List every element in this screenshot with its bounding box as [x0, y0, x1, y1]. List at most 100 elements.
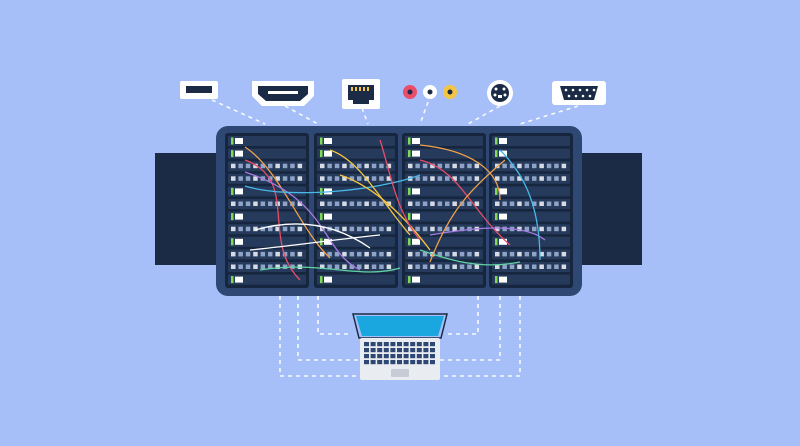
port	[297, 201, 303, 206]
port	[509, 264, 515, 269]
port	[474, 264, 480, 269]
port	[437, 201, 443, 206]
keyboard-key	[397, 354, 402, 359]
port	[320, 264, 325, 269]
port	[371, 226, 377, 232]
port	[320, 251, 325, 257]
port	[532, 176, 537, 181]
patch-port	[235, 213, 243, 220]
port	[334, 251, 340, 257]
port	[290, 226, 295, 232]
port	[231, 251, 236, 257]
port	[342, 251, 347, 257]
laptop-connection-lines	[279, 296, 521, 377]
port	[327, 176, 332, 181]
port	[467, 264, 472, 269]
vga-pin	[592, 88, 596, 92]
patch-port	[412, 188, 420, 195]
background-band-left	[155, 153, 225, 265]
port	[334, 226, 340, 232]
port	[430, 163, 435, 169]
port	[357, 163, 362, 169]
port	[334, 176, 340, 181]
laptop-icon	[352, 313, 448, 380]
status-led	[231, 137, 234, 145]
port	[532, 264, 537, 269]
port	[342, 201, 347, 206]
port	[524, 264, 530, 269]
port	[495, 226, 500, 232]
keyboard-key	[410, 360, 416, 365]
rack-unit	[228, 186, 306, 197]
rack-unit	[317, 211, 395, 222]
rack-unit	[405, 211, 483, 222]
status-led	[231, 238, 234, 246]
status-led	[495, 238, 498, 246]
port	[275, 226, 280, 232]
status-led	[408, 150, 411, 158]
keyboard-key	[397, 360, 402, 365]
port	[238, 251, 243, 257]
port	[290, 163, 295, 169]
port	[546, 201, 552, 206]
port	[371, 163, 377, 169]
port	[561, 163, 567, 169]
patch-port	[324, 150, 332, 157]
port	[517, 226, 522, 232]
port	[452, 251, 457, 257]
keyboard-key	[403, 342, 409, 347]
port	[554, 176, 559, 181]
port-connection-lines	[211, 99, 579, 125]
port	[502, 226, 507, 232]
port	[379, 251, 384, 257]
port	[467, 163, 472, 169]
port	[408, 201, 413, 206]
keyboard-key	[377, 348, 383, 353]
port	[231, 163, 236, 169]
port	[364, 264, 369, 269]
port	[459, 201, 465, 206]
keyboard-key	[416, 354, 422, 359]
port	[502, 201, 507, 206]
port	[349, 226, 355, 232]
port	[327, 201, 332, 206]
port	[320, 201, 325, 206]
port	[238, 163, 243, 169]
port	[275, 176, 280, 181]
port	[379, 264, 384, 269]
port	[334, 264, 340, 269]
vga-pin	[567, 94, 571, 98]
keyboard-key	[383, 354, 389, 359]
port	[371, 251, 377, 257]
port	[422, 251, 428, 257]
status-led	[495, 276, 498, 284]
port	[495, 264, 500, 269]
port	[371, 176, 377, 181]
port	[268, 176, 273, 181]
rack-unit	[228, 236, 306, 247]
port	[290, 201, 295, 206]
rack-unit	[405, 274, 483, 285]
port	[364, 251, 369, 257]
keyboard-key	[403, 360, 409, 365]
keyboard-key	[403, 354, 409, 359]
port	[231, 201, 236, 206]
rack-unit	[405, 148, 483, 159]
port	[474, 251, 480, 257]
port	[342, 226, 347, 232]
port	[415, 201, 420, 206]
keyboard-key	[370, 360, 376, 365]
port	[386, 264, 392, 269]
keyboard-key	[390, 348, 396, 353]
port	[327, 264, 332, 269]
patch-port	[412, 150, 420, 157]
port	[253, 201, 258, 206]
port	[245, 226, 251, 232]
status-led	[231, 150, 234, 158]
hdmi-port-icon	[252, 81, 314, 106]
status-led	[320, 187, 323, 195]
patch-cable	[244, 171, 361, 271]
port	[502, 251, 507, 257]
vga-pin	[581, 94, 585, 98]
rack-unit	[492, 211, 570, 222]
